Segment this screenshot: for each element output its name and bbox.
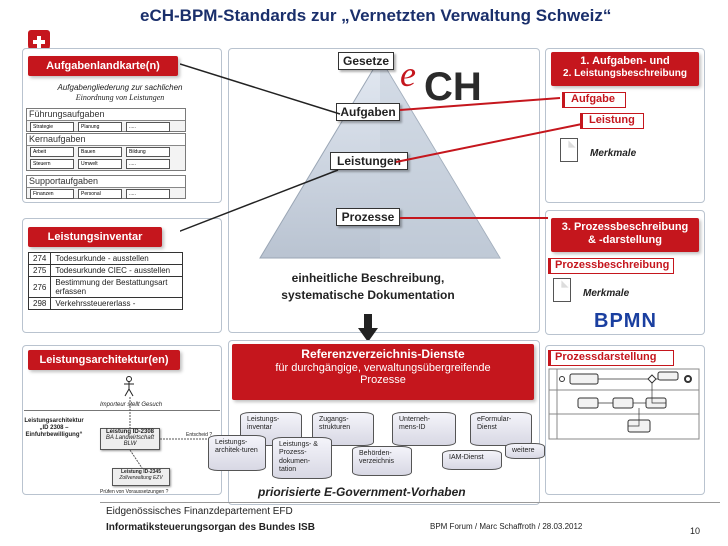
vorhaben-label: priorisierte E-Government-Vorhaben (258, 485, 466, 499)
dokumentation-text: einheitliche Beschreibung, systematische… (258, 270, 478, 304)
connector-lines (395, 97, 583, 219)
pyramid-level-prozesse: Prozesse (336, 208, 400, 226)
group-cell: Strategie (30, 122, 74, 132)
leistung-2345-sub: Zollverwaltung EZV (119, 475, 163, 481)
group-cell: Steuern (30, 159, 74, 169)
referenz-sub1: für durchgängige, verwaltungsübergreifen… (275, 361, 491, 374)
leistung-2308-label: Leistung ID-2308 (105, 429, 154, 435)
prozessbeschreibung-header: 3. Prozessbeschreibung & -darstellung (551, 218, 699, 252)
page-number: 10 (690, 526, 701, 536)
gliederung-line1: Aufgabengliederung zur sachlichen (57, 83, 183, 92)
pyramid-level-aufgaben: Aufgaben (336, 103, 400, 121)
referenz-sub2: Prozesse (360, 374, 406, 387)
leistung-2308-box: Leistung ID-2308 BA Landwirtschaft BLW (100, 428, 160, 450)
ech-logo: e CH (398, 50, 498, 110)
row-text: Todesurkunde CIEC - ausstellen (50, 264, 183, 277)
row-text: Bestimmung der Bestattungsart erfassen (50, 276, 183, 298)
supportaufgaben-group: Supportaufgaben Finanzen Personal ..... (26, 175, 186, 199)
pyramid-level-leistungen: Leistungen (330, 152, 408, 170)
referenz-title: Referenzverzeichnis-Dienste (301, 347, 465, 361)
bpmn-diagram (548, 368, 700, 440)
group-cell: Finanzen (30, 189, 74, 199)
group-title: Kernaufgaben (27, 134, 185, 146)
aufgabe-tag: Aufgabe (562, 92, 626, 108)
row-number: 298 (27, 297, 52, 310)
leistungsarchitektur-header: Leistungsarchitektur(en) (28, 350, 180, 370)
group-title: Supportaufgaben (27, 176, 185, 188)
svg-text:CH: CH (424, 65, 482, 109)
dokumentation-line2: systematische Dokumentation (281, 287, 455, 302)
aufgaben-line1: 1. Aufgaben- und (580, 55, 670, 67)
row-number: 275 (27, 264, 52, 277)
group-cell: ..... (126, 159, 170, 169)
page-title: eCH-BPM-Standards zur „Vernetzten Verwal… (140, 6, 612, 25)
group-cell: ..... (126, 189, 170, 199)
importeur-label: Importeur stellt Gesuch (100, 402, 163, 408)
prozessdarstellung-tag: Prozessdarstellung (548, 350, 674, 366)
arch-connectors (129, 397, 220, 469)
pyramid-level-gesetze: Gesetze (338, 52, 394, 70)
row-number: 276 (27, 276, 52, 298)
service-prozessdokumentation: Leistungs- & Prozess-dokumen-tation (272, 437, 332, 479)
person-icon (122, 376, 136, 397)
service-leistungsarchitekturen: Leistungs-architek-turen (208, 435, 266, 471)
group-title: Führungsaufgaben (27, 109, 185, 121)
footer-divider (100, 502, 720, 503)
row-text: Verkehrssteuererlass - (50, 297, 183, 310)
group-cell: Arbeit (30, 147, 74, 157)
group-cell: Personal (78, 189, 122, 199)
service-iam: IAM-Dienst (442, 450, 502, 470)
group-cell: ..... (126, 122, 170, 132)
group-cell: Planung (78, 122, 122, 132)
kernaufgaben-group: Kernaufgaben Arbeit Bauen Bildung Steuer… (26, 133, 186, 171)
group-cell: Bildung (126, 147, 170, 157)
arch-divider (24, 410, 220, 411)
service-weitere: weitere (505, 443, 545, 459)
left-connector-lines (180, 63, 341, 232)
prozessbeschreibung-line1: 3. Prozessbeschreibung (561, 221, 689, 233)
gliederung-line2: Einordnung von Leistungen (75, 93, 165, 102)
prozessbeschreibung-line2: & -darstellung (588, 233, 662, 246)
pruefen-label: Prüfen von Voraussetzungen ? (100, 489, 169, 495)
document-icon (553, 278, 571, 302)
down-arrow-icon (358, 314, 378, 342)
svg-text:e: e (400, 54, 416, 94)
merkmale-label-2: Merkmale (583, 288, 630, 299)
arch-title: Leistungsarchitektur „ID 2308 – Einfuhrb… (24, 418, 84, 439)
footer-event: BPM Forum / Marc Schaffroth / 28.03.2012 (430, 522, 583, 531)
merkmale-label-1: Merkmale (590, 148, 637, 159)
leistung-2345-label: Leistung ID-2345 (120, 469, 161, 475)
leistung-2308-sub: BA Landwirtschaft BLW (105, 435, 155, 447)
leistung-tag: Leistung (580, 113, 644, 129)
entscheid-label: Entscheid ? (186, 432, 213, 438)
footer-dept: Eidgenössisches Finanzdepartement EFD (106, 506, 293, 517)
prozessbeschreibung-tag: Prozessbeschreibung (548, 258, 674, 274)
aufgaben-leistungsbeschreibung-header: 1. Aufgaben- und 2. Leistungsbeschreibun… (551, 52, 699, 86)
document-icon (560, 138, 578, 162)
group-cell: Bauen (78, 147, 122, 157)
row-number: 274 (27, 252, 52, 265)
referenz-header: Referenzverzeichnis-Dienste für durchgän… (232, 344, 534, 400)
aufgabengliederung-text: Aufgabengliederung zur sachlichen Einord… (30, 83, 210, 103)
service-eformular: eFormular-Dienst (470, 412, 532, 446)
group-cell: Umwelt (78, 159, 122, 169)
leistung-2345-box: Leistung ID-2345 Zollverwaltung EZV (112, 468, 170, 486)
bpmn-label: BPMN (594, 310, 657, 332)
service-behoerdenverzeichnis: Behörden-verzeichnis (352, 446, 412, 476)
aufgaben-line2: 2. Leistungsbeschreibung (563, 67, 687, 79)
dokumentation-line1: einheitliche Beschreibung, (291, 271, 445, 285)
leistungsinventar-header: Leistungsinventar (28, 227, 162, 247)
fuehrungsaufgaben-group: Führungsaufgaben Strategie Planung ..... (26, 108, 186, 132)
aufgabenlandkarte-header: Aufgabenlandkarte(n) (28, 56, 178, 76)
row-text: Todesurkunde - ausstellen (50, 252, 183, 265)
service-unternehmens-id: Unterneh-mens-ID (392, 412, 456, 446)
footer-org: Informatiksteuerungsorgan des Bundes ISB (106, 522, 315, 533)
